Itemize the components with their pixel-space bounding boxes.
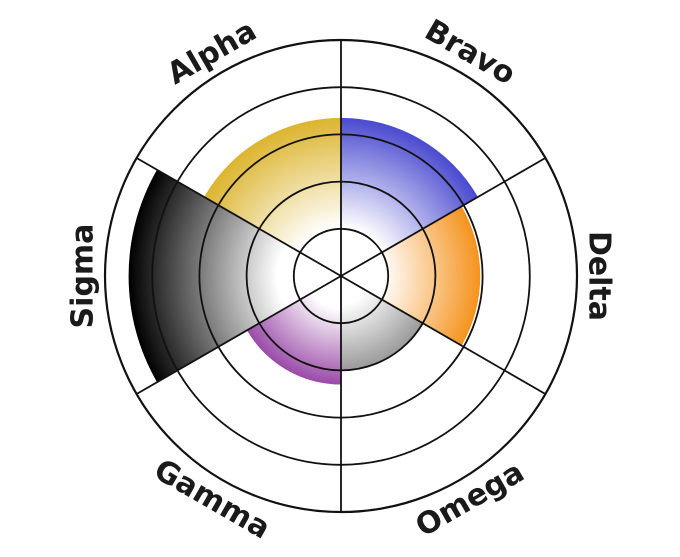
grid-layer — [103, 38, 579, 514]
sector-alpha — [204, 117, 341, 276]
category-label-delta: Delta — [582, 231, 617, 321]
category-label-gamma: Gamma — [148, 452, 276, 546]
category-label-sigma: Sigma — [66, 224, 101, 329]
category-label-bravo: Bravo — [419, 13, 521, 92]
category-label-omega: Omega — [410, 455, 530, 545]
sector-delta — [341, 206, 481, 346]
sector-bravo — [341, 117, 478, 276]
sectors-layer — [128, 117, 481, 385]
sector-gamma — [246, 276, 341, 385]
grid-spoke-6 — [136, 157, 342, 277]
grid-spoke-5 — [136, 275, 342, 395]
grid-spoke-2 — [340, 157, 546, 277]
grid-spoke-3 — [340, 275, 546, 395]
sector-sigma — [128, 169, 341, 383]
category-label-alpha: Alpha — [161, 13, 262, 92]
